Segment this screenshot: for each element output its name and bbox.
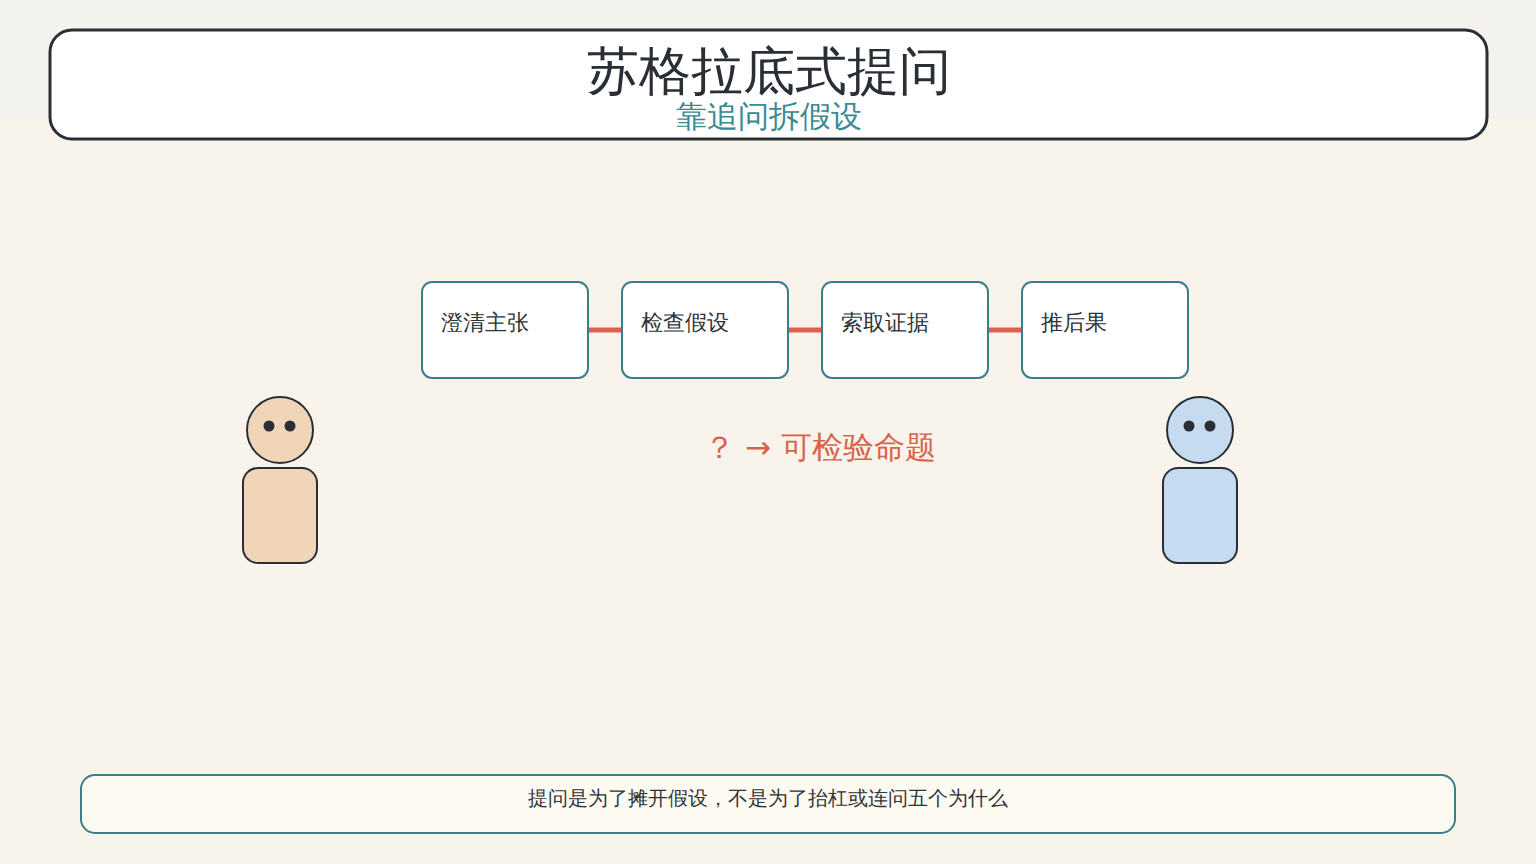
- process-box: 澄清主张: [421, 281, 589, 379]
- box-label: 检查假设: [641, 309, 729, 337]
- caption-box: [81, 775, 1455, 833]
- process-box: 检查假设: [621, 281, 789, 379]
- box-label: 推后果: [1041, 309, 1107, 337]
- process-box: 推后果: [1021, 281, 1189, 379]
- person-left: [243, 397, 317, 563]
- process-box: 索取证据: [821, 281, 989, 379]
- title: 苏格拉底式提问: [50, 40, 1487, 102]
- note-label: ？ → 可检验命题: [600, 426, 1040, 468]
- note-label: 靠追问拆假设: [50, 96, 1487, 136]
- header-box: [50, 30, 1487, 139]
- person-right: [1163, 397, 1237, 563]
- caption: 提问是为了摊开假设，不是为了抬杠或连问五个为什么: [81, 784, 1455, 812]
- box-label: 索取证据: [841, 309, 929, 337]
- box-label: 澄清主张: [441, 309, 529, 337]
